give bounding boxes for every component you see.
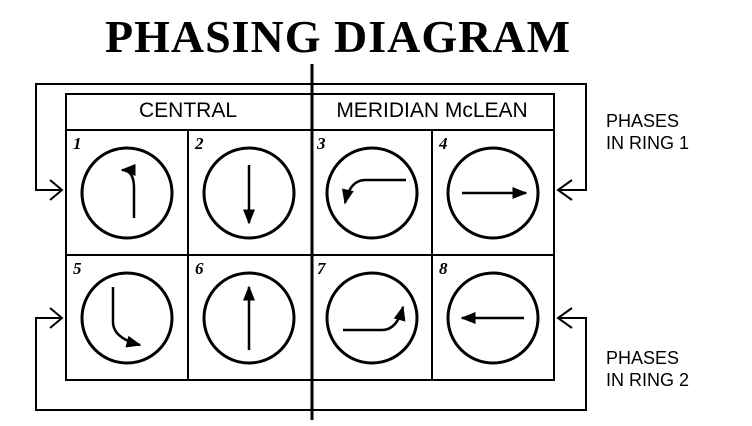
ring-1-right-arrowhead <box>556 179 573 201</box>
ring-1-label-line1: PHASES <box>606 111 680 131</box>
ring-2-label: PHASES IN RING 2 <box>606 347 689 391</box>
phase-circle <box>325 146 419 240</box>
ring-2-label-line1: PHASES <box>606 348 680 368</box>
phase-circle <box>325 271 419 365</box>
group-label-meridian-mclean: MERIDIAN McLEAN <box>336 99 528 122</box>
ring-1-loop <box>35 83 587 191</box>
phase-number: 2 <box>194 134 204 153</box>
ring-1-label-line2: IN RING 1 <box>606 133 690 153</box>
phase-number: 1 <box>73 134 82 153</box>
ring-2-left-arrowhead <box>49 307 64 329</box>
grid-frame <box>65 93 555 381</box>
ring-1-label: PHASES IN RING 1 <box>606 110 689 154</box>
phase-circle <box>446 271 540 365</box>
phase-circle <box>202 146 296 240</box>
ring-2-loop <box>35 317 587 411</box>
phase-cell-8: 8 <box>439 259 540 365</box>
southbound-left-turn-arrow-icon <box>120 164 136 218</box>
ring-2-label-line2: IN RING 2 <box>606 370 690 390</box>
phase-number: 7 <box>317 259 327 278</box>
group-label-central: CENTRAL <box>138 99 238 122</box>
phase-number: 8 <box>439 259 448 278</box>
phase-cell-5: 5 <box>73 259 174 365</box>
phase-number: 3 <box>316 134 326 153</box>
phase-cell-1: 1 <box>73 134 174 240</box>
ring-2-right-arrowhead <box>556 307 573 329</box>
phase-number: 6 <box>195 259 204 278</box>
phase-circle <box>80 146 174 240</box>
phase-cell-3: 3 <box>316 134 419 240</box>
ring-1-left-arrowhead <box>49 179 64 201</box>
phase-cell-4: 4 <box>438 134 540 240</box>
northbound-left-turn-arrow-icon <box>111 287 142 348</box>
diagram-title: PHASING DIAGRAM <box>104 11 572 62</box>
phase-circle <box>80 271 174 365</box>
phase-cell-2: 2 <box>194 134 296 240</box>
westbound-left-turn-arrow-icon <box>342 178 406 205</box>
phase-cell-6: 6 <box>195 259 296 365</box>
phase-circle <box>202 271 296 365</box>
eastbound-left-turn-arrow-icon <box>343 305 406 332</box>
phase-number: 5 <box>73 259 82 278</box>
phase-number: 4 <box>438 134 448 153</box>
phase-circle <box>446 146 540 240</box>
phase-cell-7: 7 <box>317 259 419 365</box>
